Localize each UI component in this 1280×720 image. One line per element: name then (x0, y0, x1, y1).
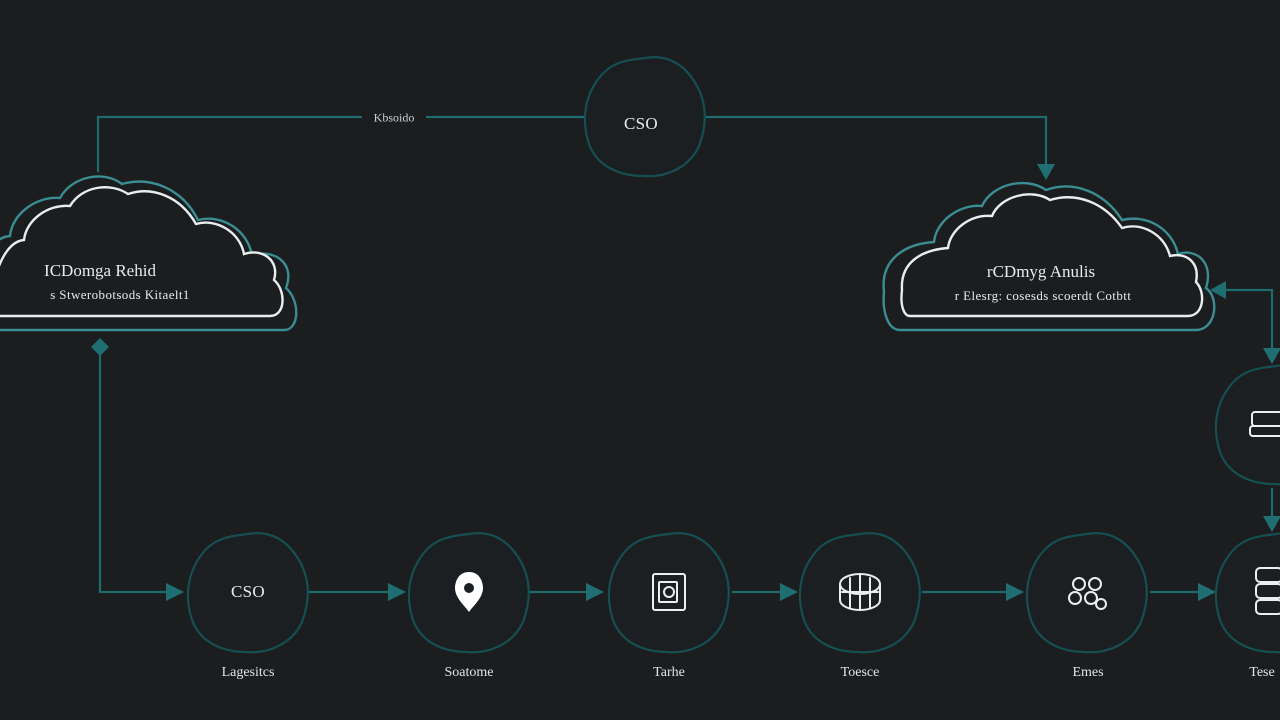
arrow-into-step-2 (388, 583, 406, 601)
database-icon (1255, 567, 1280, 615)
cloud-left-subtitle: s Stwerobotsods Kitaelt1 (50, 287, 190, 302)
side-node[interactable] (1214, 364, 1280, 486)
location-pin-icon (455, 572, 483, 612)
connector-left-vertical-down (98, 352, 172, 594)
step-node-2[interactable] (407, 532, 530, 654)
connector-top-right (706, 115, 1048, 170)
cloud-right-subtitle: r Elesrg: cosesds scoerdt Cotbtt (954, 288, 1132, 303)
step-6-label: Tese (1249, 665, 1275, 680)
step-1-label: Lagesitcs (221, 665, 275, 680)
step-node-5[interactable] (1025, 532, 1148, 654)
step-node-3[interactable] (607, 532, 730, 654)
arrow-into-right-cloud (1037, 164, 1055, 180)
arrow-into-step-6-top (1263, 516, 1280, 532)
step-node-4[interactable] (798, 532, 921, 654)
cloud-left[interactable] (0, 175, 298, 332)
arrow-into-step-3 (586, 583, 604, 601)
arrow-up-to-left-cloud (91, 338, 109, 356)
arrow-into-step-4 (780, 583, 798, 601)
step-4-label: Toesce (840, 665, 880, 680)
step-2-label: Soatome (444, 665, 494, 680)
arrow-into-side-node (1263, 348, 1280, 364)
top-edge-label: Kbsoido (369, 110, 419, 126)
cluster-icon (1068, 577, 1107, 610)
cloud-right[interactable] (882, 181, 1216, 332)
arrow-into-step-6 (1198, 583, 1216, 601)
connector-left-vertical-up (96, 115, 362, 172)
cloud-left-title: ICDomga Rehid (44, 261, 156, 280)
cloud-right-title: rCDmyg Anulis (986, 262, 1096, 281)
arrow-into-right-cloud-side (1210, 281, 1226, 299)
step-5-label: Emes (1072, 665, 1104, 680)
step-1-inner-text: CSO (231, 582, 265, 601)
arrow-into-step-5 (1006, 583, 1024, 601)
storage-disk-icon (839, 573, 881, 611)
step-3-label: Tarhe (653, 665, 685, 680)
document-icon (652, 573, 686, 611)
step-node-6[interactable] (1214, 532, 1280, 654)
connector-right-cloud-side (1222, 288, 1274, 352)
top-node-label: CSO (624, 114, 658, 133)
arrow-into-step-1 (166, 583, 184, 601)
